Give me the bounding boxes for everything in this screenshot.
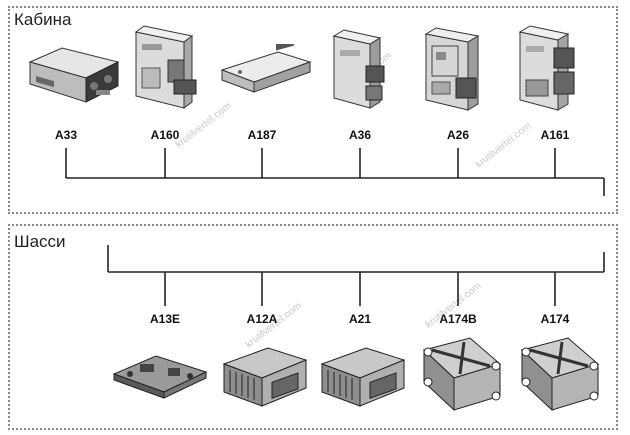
- module-label-a174: A174: [540, 312, 570, 326]
- ecu-icon: [320, 347, 406, 407]
- module-label-a160: A160: [150, 128, 180, 142]
- chassis-section-frame: [8, 224, 618, 430]
- cabin-section-title: Кабина: [14, 10, 72, 29]
- radio-unit-icon: [28, 47, 120, 103]
- bracket-module-icon: [112, 355, 208, 399]
- cabin-section-frame: [8, 6, 618, 214]
- chassis-section-title: Шасси: [14, 232, 66, 251]
- ecu-cross-icon: [520, 337, 600, 412]
- control-module-icon: [424, 27, 480, 111]
- control-module-icon: [332, 29, 385, 109]
- module-label-a12a: A12A: [246, 312, 278, 326]
- control-module-icon: [134, 25, 197, 109]
- module-label-a161: A161: [540, 128, 570, 142]
- ecu-icon: [222, 347, 308, 407]
- ecu-cross-icon: [422, 337, 502, 412]
- module-label-a174b: A174B: [439, 312, 477, 326]
- module-label-a187: A187: [247, 128, 277, 142]
- module-label-a36: A36: [348, 128, 371, 142]
- module-label-a21: A21: [348, 312, 371, 326]
- module-label-a13e: A13E: [149, 312, 181, 326]
- module-label-a33: A33: [54, 128, 77, 142]
- flat-module-icon: [220, 44, 312, 93]
- module-label-a26: A26: [446, 128, 469, 142]
- control-module-icon: [518, 25, 575, 111]
